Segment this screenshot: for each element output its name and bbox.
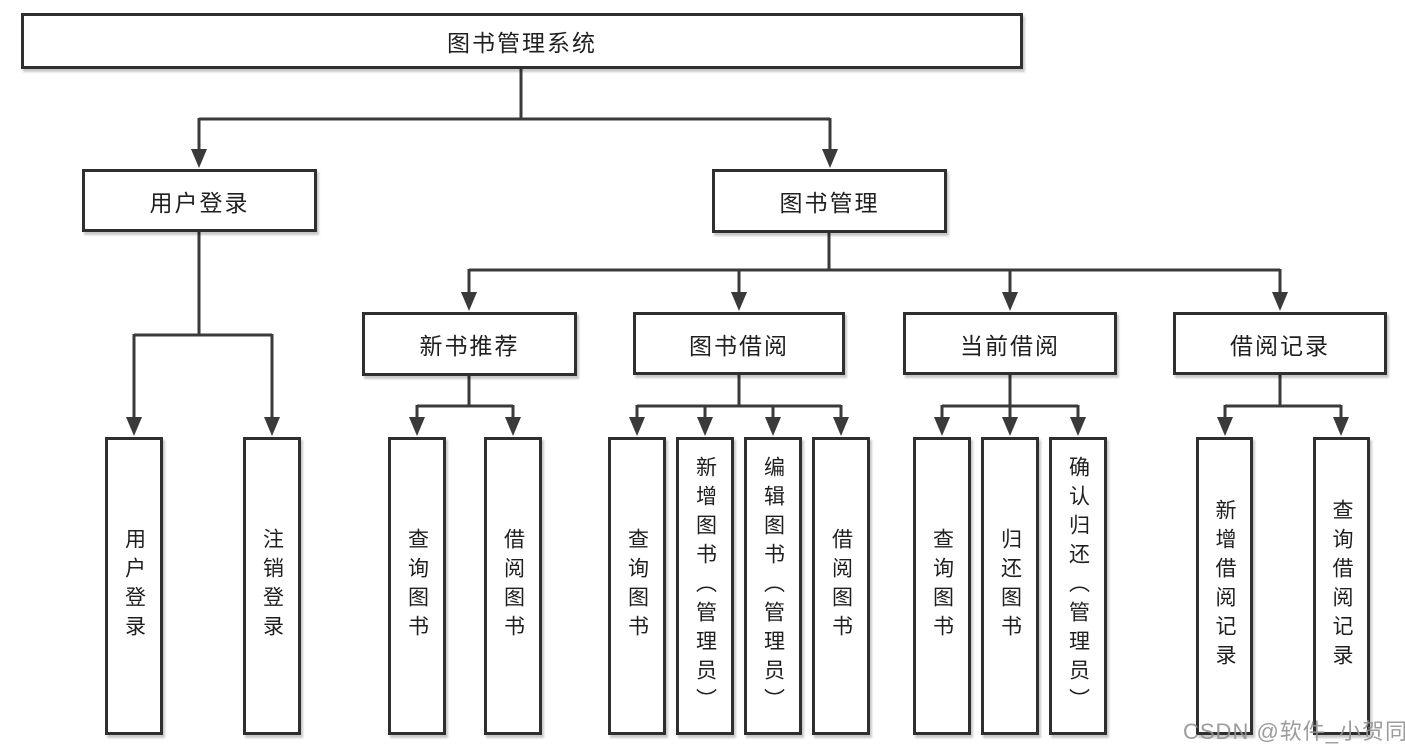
connector-arrowheads (126, 149, 1349, 436)
leaf-user-login-label: 用户登录 (122, 528, 146, 644)
leaf-query-books-2: 查询图书 (608, 437, 666, 735)
arrowhead (833, 417, 849, 436)
node-current-borrowing: 当前借阅 (903, 312, 1117, 375)
leaf-edit-books-admin-label: 编辑图书（管理员） (761, 455, 785, 717)
leaf-query-books-3: 查询图书 (913, 437, 971, 735)
leaf-borrow-books-1: 借阅图书 (484, 437, 542, 735)
connector-bookmgmt-to-level3 (467, 233, 1282, 295)
arrowhead (1070, 417, 1086, 436)
arrowhead (1217, 417, 1233, 436)
arrowhead (697, 417, 713, 436)
connector-borrow-to-leaves (635, 375, 843, 419)
arrowhead (1333, 417, 1349, 436)
leaf-confirm-return-admin-label: 确认归还（管理员） (1066, 455, 1090, 717)
node-root-label: 图书管理系统 (447, 30, 597, 56)
connector-current-to-leaves (940, 375, 1080, 419)
arrowhead (822, 149, 838, 168)
arrowhead (765, 417, 781, 436)
leaf-query-books-1: 查询图书 (388, 437, 446, 735)
node-current-borrowing-label: 当前借阅 (960, 332, 1060, 359)
leaf-add-borrow-record-label: 新增借阅记录 (1213, 499, 1236, 673)
leaf-query-books-2-label: 查询图书 (625, 528, 649, 644)
leaf-borrow-books-2-label: 借阅图书 (829, 528, 853, 644)
leaf-add-books-admin: 新增图书（管理员） (676, 437, 734, 735)
node-user-login: 用户登录 (82, 169, 317, 232)
node-new-book-recommend-label: 新书推荐 (419, 333, 520, 359)
arrowhead (1002, 417, 1018, 436)
leaf-confirm-return-admin: 确认归还（管理员） (1049, 437, 1107, 735)
node-user-login-label: 用户登录 (149, 189, 250, 216)
leaf-return-books-label: 归还图书 (998, 528, 1022, 644)
arrowhead (505, 417, 521, 436)
connector-root-to-level2 (197, 69, 832, 152)
arrowhead (934, 417, 950, 436)
connector-newbook-to-leaves (415, 376, 515, 419)
leaf-query-books-1-label: 查询图书 (405, 528, 429, 644)
leaf-return-books: 归还图书 (981, 437, 1039, 735)
leaf-query-books-3-label: 查询图书 (930, 528, 954, 644)
arrowhead (264, 417, 280, 436)
node-borrowing-records-label: 借阅记录 (1230, 332, 1330, 359)
arrowhead (629, 417, 645, 436)
node-root: 图书管理系统 (21, 13, 1023, 69)
leaf-query-borrow-record: 查询借阅记录 (1313, 437, 1370, 735)
connector-records-to-leaves (1223, 375, 1343, 419)
node-borrowing-records: 借阅记录 (1173, 312, 1387, 375)
arrowhead (461, 292, 477, 311)
csdn-watermark: CSDN @软件_小贺同学 (1183, 719, 1405, 744)
arrowhead (1272, 292, 1288, 311)
connector-shafts (132, 69, 1343, 419)
leaf-edit-books-admin: 编辑图书（管理员） (744, 437, 802, 735)
leaf-query-borrow-record-label: 查询借阅记录 (1330, 499, 1353, 673)
arrowhead (126, 417, 142, 436)
arrowhead (731, 292, 747, 311)
connector-userlogin-to-leaves (132, 232, 274, 419)
arrowhead (191, 149, 207, 168)
leaf-borrow-books-2: 借阅图书 (812, 437, 870, 735)
leaf-borrow-books-1-label: 借阅图书 (501, 528, 525, 644)
node-new-book-recommend: 新书推荐 (362, 312, 577, 376)
leaf-logout-label: 注销登录 (260, 528, 284, 644)
node-book-management: 图书管理 (712, 169, 947, 233)
leaf-user-login: 用户登录 (105, 437, 163, 735)
arrowhead (1002, 292, 1018, 311)
leaf-logout: 注销登录 (243, 437, 301, 735)
node-book-borrowing: 图书借阅 (633, 312, 845, 375)
leaf-add-borrow-record: 新增借阅记录 (1196, 437, 1253, 735)
node-book-borrowing-label: 图书借阅 (689, 332, 789, 359)
leaf-add-books-admin-label: 新增图书（管理员） (693, 455, 717, 717)
node-book-management-label: 图书管理 (779, 190, 880, 216)
arrowhead (409, 417, 425, 436)
